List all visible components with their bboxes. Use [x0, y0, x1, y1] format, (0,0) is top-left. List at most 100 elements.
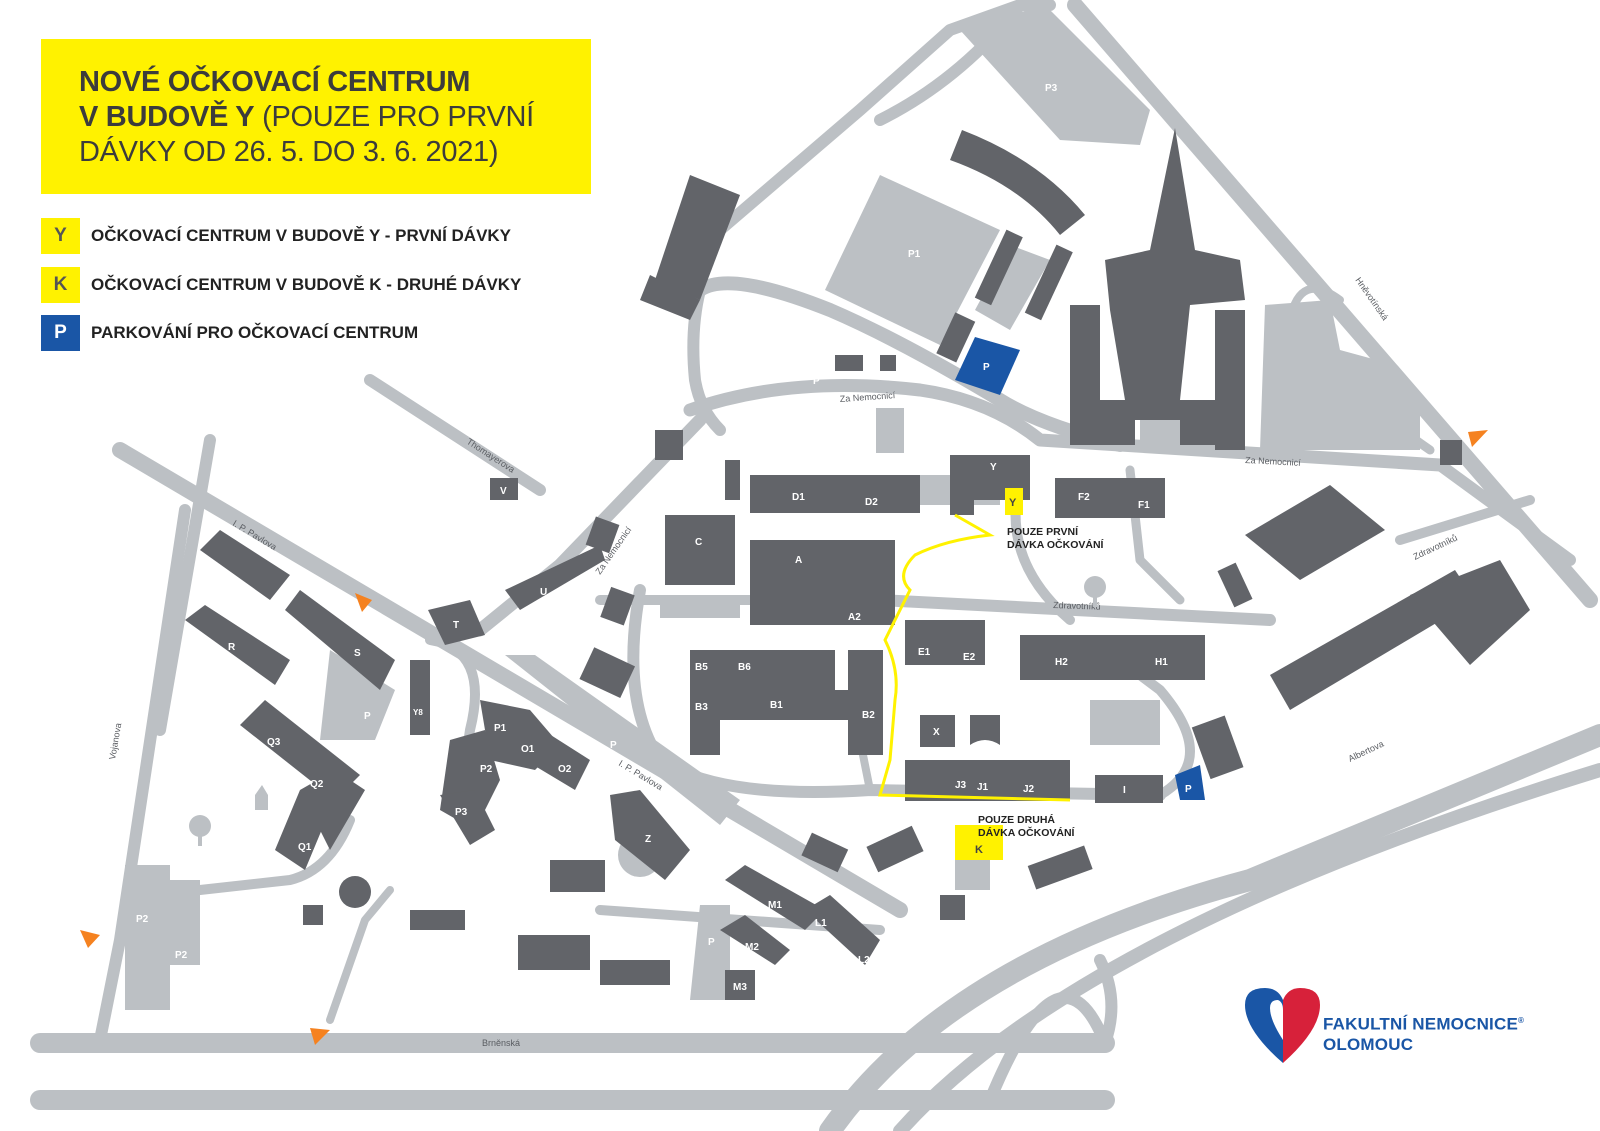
bldg-nw-block	[655, 175, 740, 300]
road-albertova	[819, 724, 1600, 1131]
label-j1: J1	[977, 782, 989, 793]
label-y: Y	[990, 462, 997, 473]
road-sw-path	[326, 886, 394, 1024]
bldg-east-1	[1245, 485, 1385, 580]
bldg-b3	[690, 650, 720, 755]
legend-text-p: PARKOVÁNÍ PRO OČKOVACÍ CENTRUM	[91, 323, 419, 342]
lot-small-1	[876, 408, 904, 453]
label-lot-p2-b: P2	[175, 950, 188, 961]
label-f2: F2	[1078, 492, 1090, 503]
label-d2: D2	[865, 497, 878, 508]
bldg-y8	[410, 660, 430, 735]
label-i: I	[1123, 785, 1126, 796]
label-h1: H1	[1155, 657, 1168, 668]
bldg-x-arch	[970, 715, 1000, 745]
title-line-3: DÁVKY OD 26. 5. DO 3. 6. 2021)	[79, 136, 499, 168]
entrance-arrow-1	[355, 593, 372, 612]
bldg-p3	[440, 790, 495, 845]
bldg-small-t3	[579, 647, 636, 699]
label-b6: B6	[738, 662, 751, 673]
road-zdravotniku	[874, 594, 1276, 626]
label-a2: A2	[848, 612, 861, 623]
road-loop-2	[1094, 954, 1118, 1049]
bldg-misc-3	[518, 935, 590, 970]
title-line-1: NOVÉ OČKOVACÍ CENTRUM	[79, 66, 471, 98]
label-lot-p1: P1	[908, 249, 921, 260]
bldg-q2	[300, 770, 365, 850]
road-loop	[984, 992, 1111, 1106]
road-west-loop	[687, 284, 726, 436]
road-sw-inner	[195, 815, 355, 895]
street-zdravotniku-2: Zdravotníků	[1053, 600, 1101, 612]
bldg-church-wing-w	[1070, 305, 1100, 445]
bldg-u	[505, 545, 605, 610]
lot-p2	[125, 865, 200, 1010]
label-q2: Q2	[310, 779, 324, 790]
lot-small-4	[1090, 700, 1160, 745]
tree-icon-2	[189, 815, 211, 846]
label-c: C	[695, 537, 702, 548]
label-p2: P2	[480, 764, 493, 775]
bldg-m3	[725, 970, 755, 1000]
bldg-misc-6	[866, 825, 924, 873]
label-y8: Y8	[413, 708, 423, 717]
bldg-east-3	[1410, 560, 1530, 665]
bldg-a	[750, 540, 895, 625]
legend-text-k: OČKOVACÍ CENTRUM V BUDOVĚ K - DRUHÉ DÁVK…	[91, 275, 522, 294]
bldg-o2	[525, 725, 590, 790]
lot-p1	[825, 175, 1000, 345]
label-j2: J2	[1023, 784, 1035, 795]
road-za-nemocnici-upper	[693, 276, 1127, 452]
label-t: T	[453, 620, 459, 631]
bldg-misc-2	[410, 910, 465, 930]
logo-line-1: FAKULTNÍ NEMOCNICE	[1323, 1014, 1518, 1034]
label-o2: O2	[558, 764, 572, 775]
bldg-nw-block-2	[640, 275, 700, 320]
note-second-dose-1: POUZE DRUHÁ	[978, 813, 1055, 826]
lot-p1-b	[975, 245, 1050, 330]
label-l2: L2	[858, 955, 870, 966]
bldg-m1	[725, 865, 825, 930]
legend-item-k: K OČKOVACÍ CENTRUM V BUDOVĚ K - DRUHÉ DÁ…	[41, 267, 521, 303]
bldg-e	[905, 620, 985, 665]
parking-vacc-south	[1175, 765, 1205, 800]
bldg-q1	[275, 790, 330, 870]
label-b5: B5	[695, 662, 708, 673]
label-l1: L1	[815, 918, 827, 929]
bldg-misc-8	[1027, 845, 1093, 890]
logo-text: FAKULTNÍ NEMOCNICE® OLOMOUC	[1323, 1011, 1524, 1055]
bldg-east-4	[1191, 715, 1244, 780]
road-hnevotinska	[1067, 0, 1598, 608]
label-parking-vacc-north: P	[983, 362, 990, 373]
bldg-b-mid	[790, 690, 850, 720]
label-e2: E2	[963, 652, 976, 663]
bldg-small-n2	[835, 355, 863, 371]
lot-p-s	[320, 650, 395, 740]
bldg-church-wing-e	[1215, 310, 1245, 450]
lot-p3	[960, 5, 1150, 145]
bldg-misc-7	[940, 895, 965, 920]
tree-icon	[1084, 576, 1106, 607]
legend-text-y: OČKOVACÍ CENTRUM V BUDOVĚ Y - PRVNÍ DÁVK…	[91, 226, 512, 245]
highlights	[80, 337, 1488, 1045]
road-zdravotniku-ne	[1395, 495, 1535, 545]
title-banner: NOVÉ OČKOVACÍ CENTRUM V BUDOVĚ Y (POUZE …	[41, 39, 591, 194]
notes: POUZE PRVNÍ DÁVKA OČKOVÁNÍ POUZE DRUHÁ D…	[978, 525, 1105, 839]
bldg-s-north	[200, 530, 290, 600]
bldg-q-round	[339, 876, 371, 908]
bldg-small-t2	[600, 586, 635, 626]
label-lot-p-s: P	[364, 711, 371, 722]
label-o1: O1	[521, 744, 535, 755]
label-road-p-2: P	[1150, 462, 1157, 473]
bldg-h	[1020, 635, 1205, 680]
route-yellow	[878, 513, 1071, 802]
bldg-r	[185, 605, 290, 685]
bldg-t	[428, 600, 485, 645]
label-h2: H2	[1055, 657, 1068, 668]
bldg-j	[905, 760, 1070, 800]
label-lot-p2: P2	[136, 914, 149, 925]
legend-item-y: Y OČKOVACÍ CENTRUM V BUDOVĚ Y - PRVNÍ DÁ…	[41, 218, 511, 254]
note-second-dose-2: DÁVKA OČKOVÁNÍ	[978, 826, 1076, 839]
bldg-d-small	[725, 460, 740, 500]
